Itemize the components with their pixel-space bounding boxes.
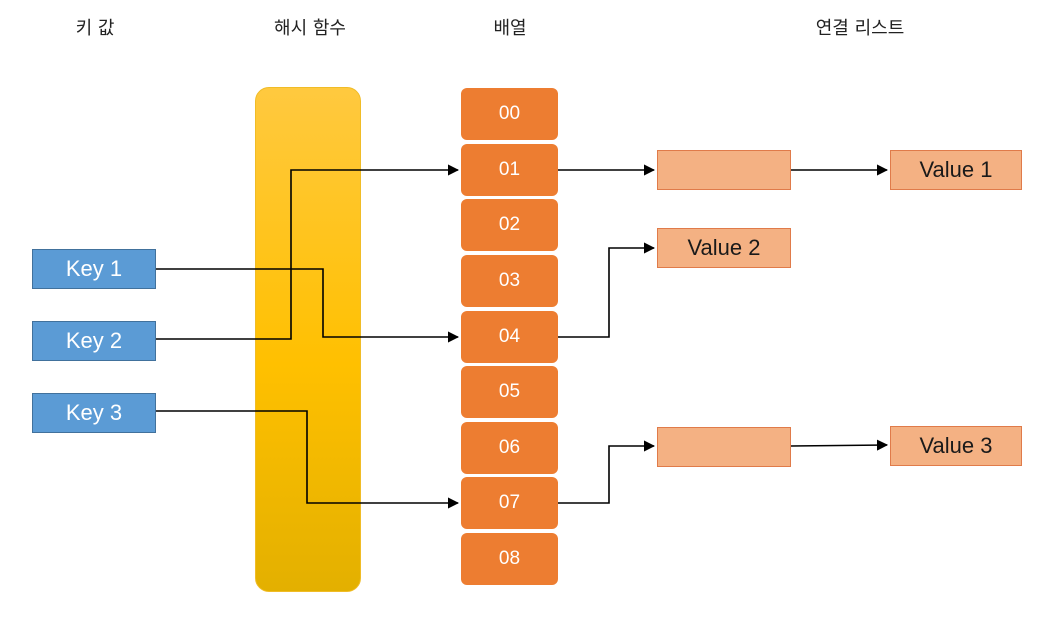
key-box-2: Key 2 [32,321,156,361]
array-column-header: 배열 [493,18,527,39]
arrow-key3-to-bucket-07 [156,410,460,509]
bucket-08: 08 [461,533,558,585]
list-node-value-1: Value 1 [890,150,1022,190]
bucket-07: 07 [461,477,558,529]
key-box-1: Key 1 [32,249,156,289]
bucket-05: 05 [461,366,558,418]
bucket-01: 01 [461,144,558,196]
key-box-3: Key 3 [32,393,156,433]
bucket-03: 03 [461,255,558,307]
list-node-value-2: Value 2 [657,228,791,268]
list-node-empty-1 [657,150,791,190]
hash-function-column-header: 해시 함수 [274,18,346,39]
keys-column-header: 키 값 [75,18,115,39]
list-node-value-3: Value 3 [890,426,1022,466]
bucket-04: 04 [461,311,558,363]
arrow-key2-to-bucket-01 [156,164,460,340]
bucket-02: 02 [461,199,558,251]
bucket-06: 06 [461,422,558,474]
list-node-empty-3 [657,427,791,467]
arrow-key1-to-bucket-04 [156,268,460,343]
arrow-bucket-04-to-value-2 [558,242,656,338]
arrow-bucket-07-to-list-node-3 [558,440,656,504]
linked-list-column-header: 연결 리스트 [815,18,905,39]
arrow-list-node-3-to-value-3 [790,439,889,451]
bucket-00: 00 [461,88,558,140]
